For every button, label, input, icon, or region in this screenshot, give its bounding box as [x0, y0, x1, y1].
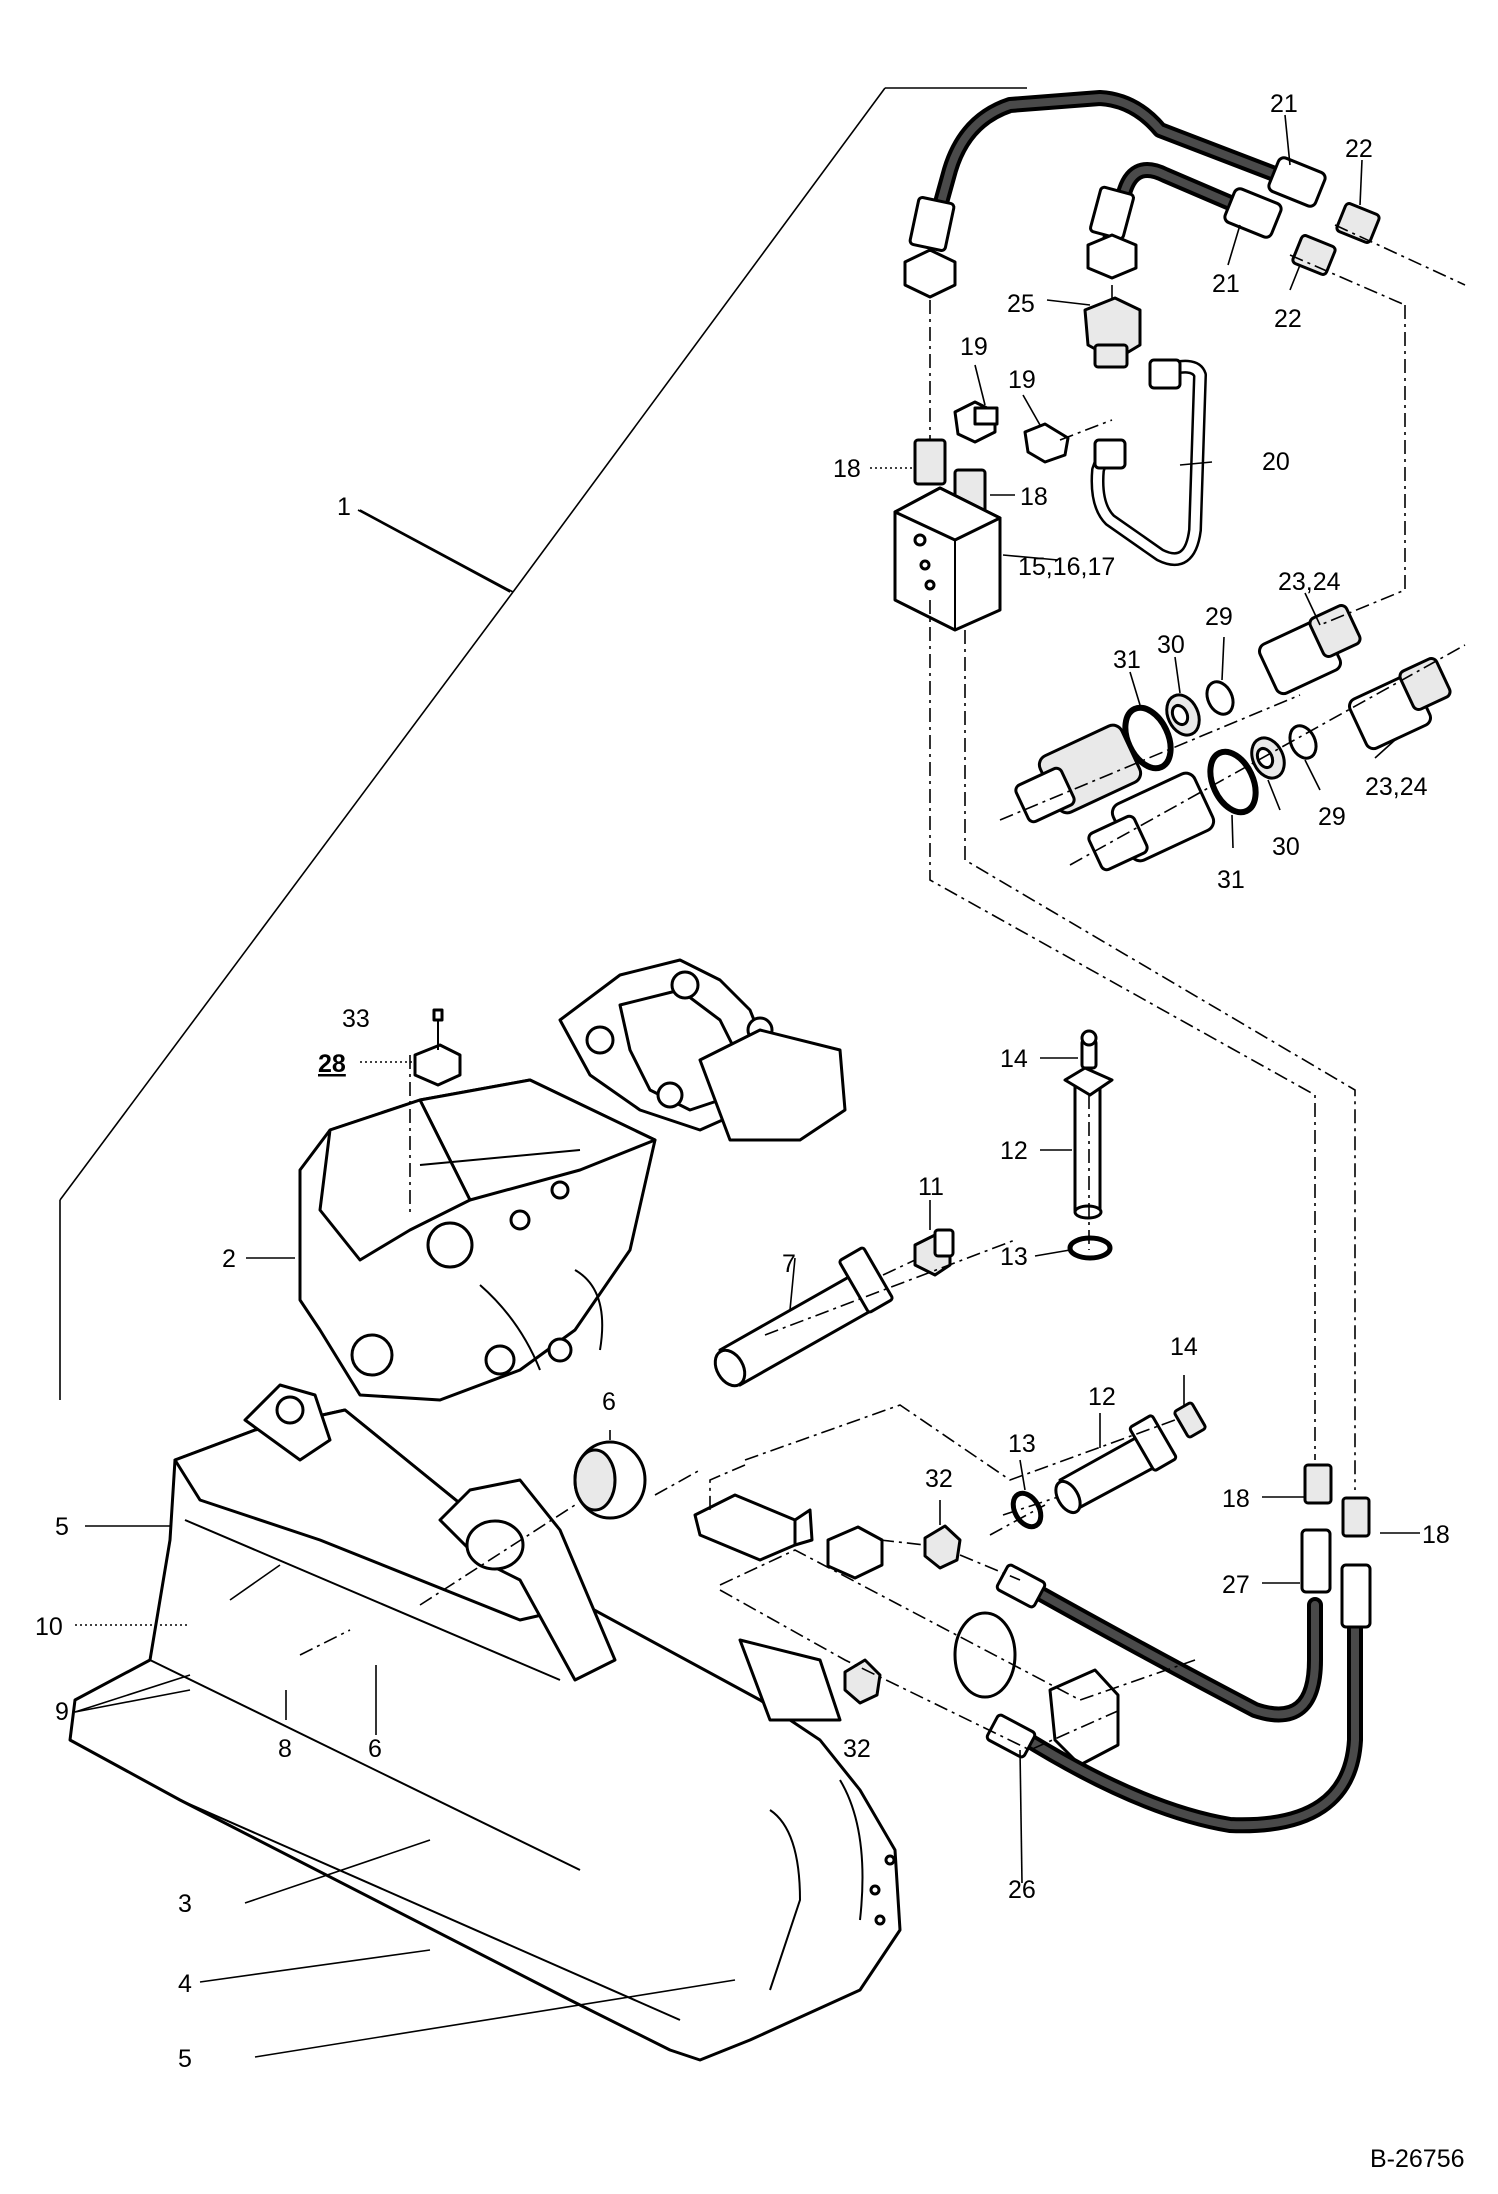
callout-33: 33: [342, 1005, 370, 1033]
callout-22-b: 22: [1274, 305, 1302, 333]
callout-5-lower: 5: [178, 2045, 192, 2073]
callout-12-upper: 12: [1000, 1137, 1028, 1165]
callout-4: 4: [178, 1970, 192, 1998]
callout-13-upper: 13: [1000, 1243, 1028, 1271]
bucket-assembly: [68, 1383, 902, 2062]
pin-part-12-top: [1063, 1029, 1114, 1261]
callout-23-24-a: 23,24: [1278, 568, 1341, 596]
assembly-reference-lines: [59, 87, 1027, 1400]
callout-21-a: 21: [1270, 90, 1298, 118]
link-arms: [558, 958, 847, 1142]
callout-30-b: 30: [1272, 833, 1300, 861]
grease-fitting-11: [913, 1228, 955, 1277]
callout-26: 26: [1008, 1876, 1036, 1904]
hose-fittings-top: [903, 156, 1381, 369]
callout-27: 27: [1222, 1571, 1250, 1599]
callout-18-d: 18: [1422, 1521, 1450, 1549]
pin-part-7: [713, 1246, 894, 1388]
callout-14-upper: 14: [1000, 1045, 1028, 1073]
attachment-bracket-part-2: [298, 1078, 657, 1402]
callout-31-a: 31: [1113, 646, 1141, 674]
callout-23-24-b: 23,24: [1365, 773, 1428, 801]
callout-29-b: 29: [1318, 803, 1346, 831]
leader-lines: [74, 114, 1420, 2058]
callout-12-lower: 12: [1088, 1383, 1116, 1411]
callout-18-a: 18: [833, 455, 861, 483]
callout-5-upper: 5: [55, 1513, 69, 1541]
callout-19-a: 19: [960, 333, 988, 361]
callout-21-b: 21: [1212, 270, 1240, 298]
callout-13-lower: 13: [1008, 1430, 1036, 1458]
callout-20: 20: [1262, 448, 1290, 476]
callout-labels: 1 2 3 4 5 5 6 6 7 8 9 10 11 12 12 13 13 …: [35, 90, 1465, 2173]
upper-hoses: [924, 90, 1293, 248]
assembly-centerlines-top: [929, 224, 1466, 1490]
callout-1: 1: [337, 493, 351, 521]
callout-3: 3: [178, 1890, 192, 1918]
callout-7: 7: [782, 1250, 796, 1278]
callout-14-lower: 14: [1170, 1333, 1198, 1361]
callout-19-b: 19: [1008, 366, 1036, 394]
small-bracket-28: [413, 1008, 462, 1087]
callout-6-upper: 6: [602, 1388, 616, 1416]
callout-10: 10: [35, 1613, 63, 1641]
callout-15-16-17: 15,16,17: [1018, 553, 1115, 581]
figure-reference-number: B-26756: [1370, 2145, 1465, 2173]
callout-30-a: 30: [1157, 631, 1185, 659]
callout-32-a: 32: [925, 1465, 953, 1493]
callout-8: 8: [278, 1735, 292, 1763]
callout-9: 9: [55, 1698, 69, 1726]
callout-18-c: 18: [1222, 1485, 1250, 1513]
elbow-fittings-19: [953, 400, 1070, 464]
valve-block-15-16-17: [893, 486, 1002, 632]
callout-22-a: 22: [1345, 135, 1373, 163]
callout-6-lower: 6: [368, 1735, 382, 1763]
callout-32-b: 32: [843, 1735, 871, 1763]
callout-31-b: 31: [1217, 866, 1245, 894]
tube-loop-part-20: [1090, 358, 1207, 567]
assembly-centerlines-lower: [299, 1055, 1090, 1656]
pin-part-12-lower: [1010, 1401, 1207, 1530]
cylinder-and-lower-hoses: [693, 1404, 1372, 1834]
quick-couplers: [1014, 603, 1452, 872]
callout-29-a: 29: [1205, 603, 1233, 631]
callout-2: 2: [222, 1245, 236, 1273]
callout-25: 25: [1007, 290, 1035, 318]
callout-11: 11: [918, 1173, 944, 1201]
callout-28: 28: [318, 1050, 346, 1078]
callout-18-b: 18: [1020, 483, 1048, 511]
